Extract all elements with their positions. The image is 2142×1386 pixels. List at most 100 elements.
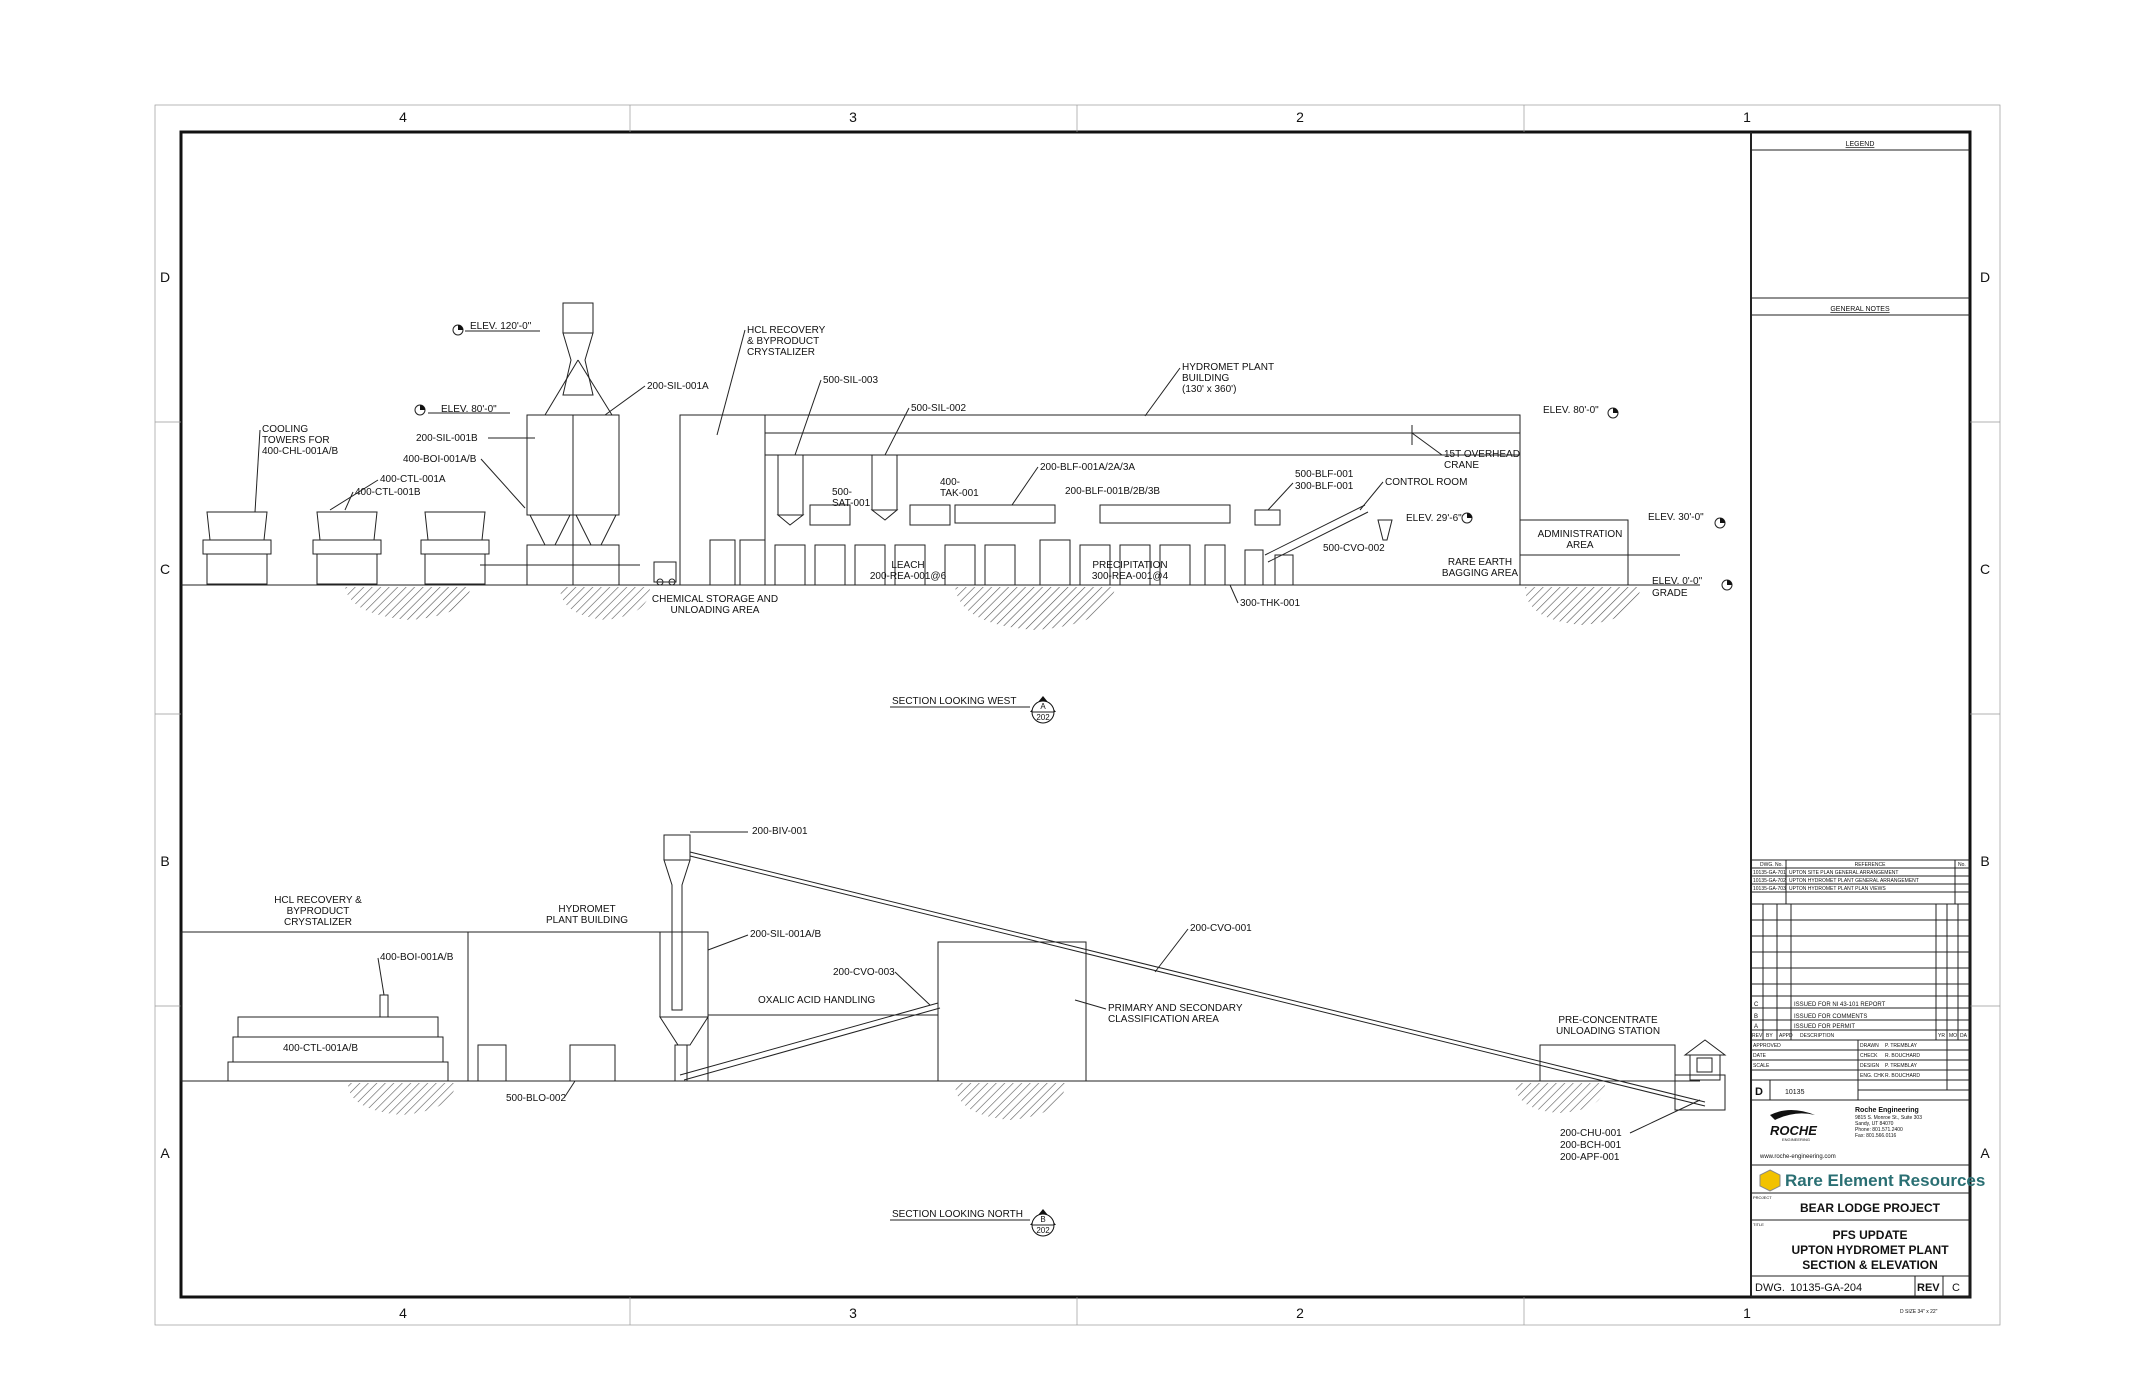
svg-text:DA: DA [1960, 1033, 1968, 1039]
row-label-right: A [1980, 1145, 1990, 1161]
client-logo-block: Rare Element Resources [1750, 1164, 1985, 1194]
svg-text:PROJECT: PROJECT [1753, 1195, 1772, 1200]
svg-text:DATE: DATE [1753, 1053, 1767, 1059]
administration-building [1519, 519, 1680, 586]
equipment-tag: 500-SAT-001 [832, 487, 871, 509]
elev-label: ELEV. 80'-0" [1543, 405, 1599, 416]
section-marker-icon: B 202 [1030, 1209, 1056, 1237]
svg-text:BY: BY [1766, 1033, 1773, 1039]
svg-text:YR: YR [1938, 1033, 1945, 1039]
boilers-ctl [227, 994, 616, 1082]
col-label-bottom: 2 [1296, 1305, 1304, 1321]
svg-text:9815 S. Monroe St., Suite 303: 9815 S. Monroe St., Suite 303 [1855, 1115, 1922, 1121]
equipment-tag: 400-CTL-001A/B [283, 1043, 358, 1054]
svg-text:TITLE: TITLE [1753, 1222, 1764, 1227]
svg-text:ENGINEERING: ENGINEERING [1782, 1137, 1810, 1142]
elev-markers [414, 324, 1733, 591]
revision-letter: C [1952, 1282, 1960, 1294]
col-label-top: 3 [849, 109, 857, 125]
svg-text:Fax: 801.566.0116: Fax: 801.566.0116 [1855, 1133, 1897, 1139]
grade-label: GRADE [1652, 588, 1688, 599]
hydromet-plant-building [709, 414, 1521, 586]
drawing-title: SECTION & ELEVATION [1802, 1258, 1938, 1272]
project-number: 10135 [1785, 1089, 1805, 1096]
svg-text:No.: No. [1958, 862, 1966, 868]
svg-text:DESIGN: DESIGN [1860, 1063, 1880, 1069]
rev-desc: ISSUED FOR COMMENTS [1794, 1014, 1867, 1020]
equipment-tag: 400-BOI-001A/B [403, 454, 477, 465]
elev-label: ELEV. 29'-6" [1406, 513, 1462, 524]
svg-text:APPD: APPD [1779, 1033, 1793, 1039]
truck-icon [653, 561, 677, 586]
sheet-size-note: D SIZE 34" x 22" [1900, 1309, 1938, 1315]
row-label-left: B [160, 853, 169, 869]
sheet-border [154, 104, 2001, 1326]
pre-concentrate-station [1539, 1039, 1727, 1111]
revision-table: C ISSUED FOR NI 43-101 REPORT B ISSUED F… [1750, 903, 1971, 1041]
row-label-left: A [160, 1145, 170, 1161]
equipment-tag: 500-SIL-002 [911, 403, 966, 414]
svg-text:Phone: 801.571.2400: Phone: 801.571.2400 [1855, 1127, 1903, 1133]
equipment-tag: 200-CVO-003 [833, 967, 895, 978]
equipment-tag: 400-CTL-001A [380, 474, 446, 485]
equipment-tag: 400-CTL-001B [355, 487, 421, 498]
ref-dwg: 10135-GA-703 [1753, 886, 1786, 892]
silo-tower [659, 834, 709, 1082]
svg-text:www.roche-engineering.com: www.roche-engineering.com [1759, 1154, 1836, 1160]
equipment-tag: 500-BLF-001 [1295, 469, 1354, 480]
oxalic-acid-handling [679, 1002, 941, 1081]
svg-text:CHECK: CHECK [1860, 1053, 1878, 1059]
equipment-tag: 400-TAK-001 [940, 477, 979, 499]
section-marker-icon: A 202 [1030, 696, 1056, 724]
svg-text:A: A [1040, 702, 1046, 711]
row-label-right: B [1980, 853, 1989, 869]
drawing-title: PFS UPDATE [1832, 1228, 1907, 1242]
svg-text:DRAWN: DRAWN [1860, 1043, 1879, 1049]
equipment-tag: 200-BIV-001 [752, 826, 808, 837]
hcl-recovery-building [679, 414, 766, 586]
rev-letter: A [1754, 1024, 1758, 1030]
reference-table: DWG. No. REFERENCE No. 10135-GA-701 UPTO… [1750, 859, 1971, 905]
svg-text:ENG. CHK: ENG. CHK [1860, 1073, 1885, 1079]
ref-dwg: 10135-GA-702 [1753, 878, 1786, 884]
col-label-top: 4 [399, 109, 407, 125]
svg-text:SCALE: SCALE [1753, 1063, 1770, 1069]
row-label-right: C [1980, 561, 1990, 577]
equipment-tag: 500-CVO-002 [1323, 543, 1385, 554]
svg-text:B: B [1040, 1215, 1045, 1224]
equipment-tag: 200-BLF-001A/2A/3A [1040, 462, 1135, 473]
section-title: SECTION LOOKING WEST [892, 696, 1016, 707]
equipment-tag: 300-THK-001 [1240, 598, 1300, 609]
elev-label: ELEV. 80'-0" [441, 404, 497, 415]
drawing-number-block: DWG. 10135-GA-204 REV C [1750, 1275, 1971, 1298]
equipment-tag: 200-BCH-001 [1560, 1140, 1622, 1151]
svg-text:MO: MO [1949, 1033, 1957, 1039]
primary-classification-building [937, 941, 1087, 1082]
svg-text:Rare Element Resources: Rare Element Resources [1785, 1171, 1985, 1190]
svg-text:REV: REV [1917, 1282, 1940, 1294]
oxalic-label: OXALIC ACID HANDLING [758, 995, 875, 1006]
drawing-title: UPTON HYDROMET PLANT [1791, 1243, 1949, 1257]
equipment-tag: 200-APF-001 [1560, 1152, 1620, 1163]
svg-text:P. TREMBLAY: P. TREMBLAY [1885, 1043, 1918, 1049]
legend-heading: LEGEND [1846, 141, 1875, 148]
svg-text:R. BOUCHARD: R. BOUCHARD [1885, 1073, 1920, 1079]
equipment-tag: 200-CHU-001 [1560, 1128, 1622, 1139]
title-block: LEGEND GENERAL NOTES DWG. No. REFERENCE … [1750, 132, 1985, 1315]
equipment-tag: 500-SIL-003 [823, 375, 878, 386]
roche-logo-block: ROCHE ENGINEERING Roche Engineering 9815… [1750, 1099, 1971, 1166]
ref-desc: UPTON SITE PLAN GENERAL ARRANGEMENT [1789, 870, 1898, 876]
elev-label: ELEV. 0'-0" [1652, 576, 1703, 587]
svg-text:APPROVED: APPROVED [1753, 1043, 1781, 1049]
